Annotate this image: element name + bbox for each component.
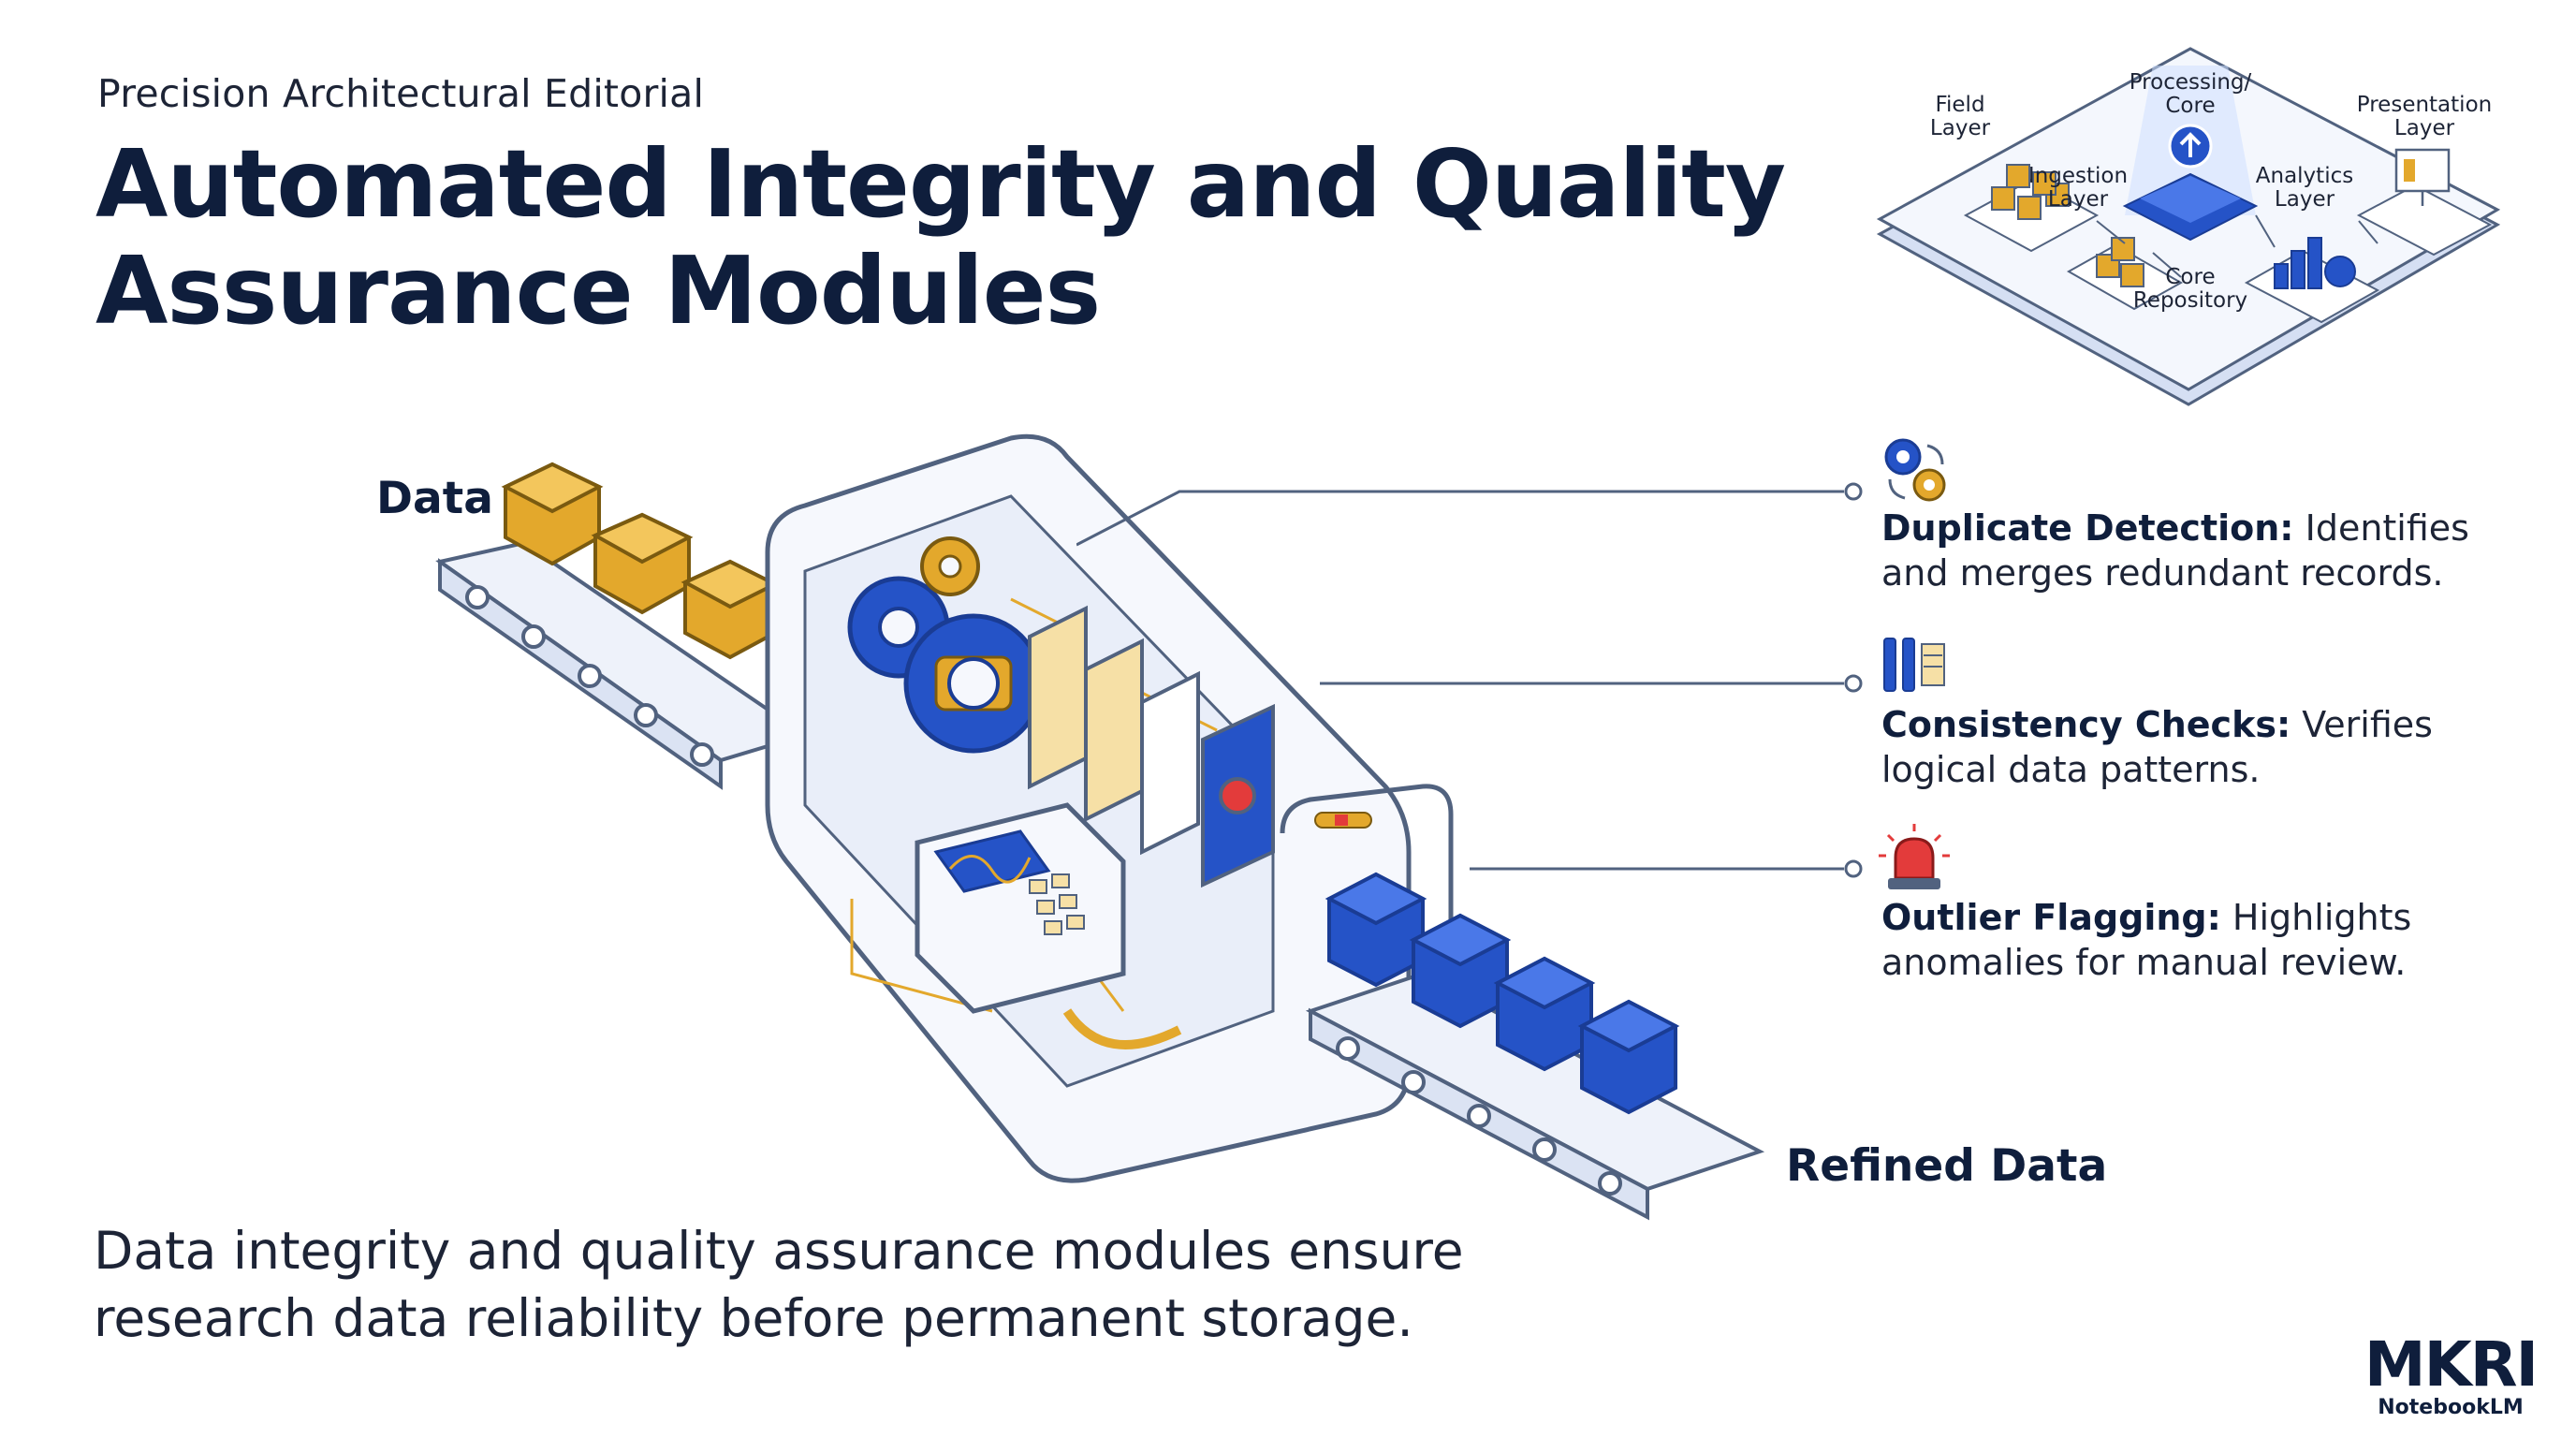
page-title: Automated Integrity and Quality Assuranc… — [95, 129, 1786, 345]
core-repository-label-line-1: Core — [2165, 265, 2216, 289]
output-conveyor-rollers — [1336, 1036, 1622, 1196]
analytics-layer-label-line-2: Layer — [2274, 187, 2335, 212]
analytics-layer-label-line-1: Analytics — [2255, 164, 2354, 188]
processing-core-label-line-2: Core — [2165, 94, 2216, 118]
control-panel-handle — [1062, 1008, 1182, 1049]
refined-data-label: Refined Data — [1786, 1140, 2108, 1192]
presentation-layer-label-line-2: Layer — [2393, 116, 2455, 140]
kicker: Precision Architectural Editorial — [97, 71, 705, 116]
core-repository-label-line-2: Repository — [2132, 288, 2248, 313]
control-panel-wave — [948, 855, 1032, 884]
analytics-bars — [2274, 237, 2322, 289]
presentation-chart — [2404, 159, 2415, 182]
alarm-icon — [1879, 824, 1950, 889]
gears — [847, 536, 1044, 754]
callout-consistency-line-1: Consistency Checks: Verifies — [1881, 702, 2555, 747]
presentation-layer-label-line-1: Presentation — [2356, 93, 2493, 117]
brand-logo: MKRI NotebookLM — [2348, 1334, 2554, 1420]
presentation-layer-label: Presentation Layer — [2340, 94, 2509, 140]
core-repository-label: Core Repository — [2106, 266, 2275, 313]
summary-line-1: Data integrity and quality assurance mod… — [94, 1221, 1464, 1281]
callout-duplicate-title: Duplicate Detection: — [1881, 507, 2294, 549]
callout-consistency-checks: Consistency Checks: Verifies logical dat… — [1881, 702, 2555, 792]
control-panel-keypad — [1029, 873, 1085, 935]
callout-duplicate-detection: Duplicate Detection: Identifies and merg… — [1881, 506, 2555, 595]
input-conveyor-rollers — [465, 585, 714, 767]
ingestion-layer-label-line-1: Ingestion — [2027, 164, 2129, 188]
callout-duplicate-text-2: and merges redundant records. — [1881, 552, 2444, 594]
callout-duplicate-line-1: Duplicate Detection: Identifies — [1881, 506, 2555, 550]
callout-outlier-title: Outlier Flagging: — [1881, 897, 2221, 938]
summary-line-2: research data reliability before permane… — [94, 1288, 1413, 1348]
control-panel-screen — [933, 829, 1051, 893]
analytics-pie — [2324, 256, 2356, 287]
callout-consistency-text-2: logical data patterns. — [1881, 749, 2261, 790]
leader-duplicate — [1076, 490, 1844, 547]
ingestion-layer-label: Ingestion Layer — [1994, 165, 2162, 212]
ingestion-layer-label-line-2: Layer — [2047, 187, 2109, 212]
field-layer-cubes — [1991, 164, 2070, 220]
page-title-line-1: Automated Integrity and Quality — [95, 129, 1786, 239]
tunnel-status-red — [1335, 814, 1348, 826]
presentation-layer-tile — [2356, 183, 2493, 257]
processing-up-arrow — [2179, 132, 2202, 157]
callout-outlier-line-1: Outlier Flagging: Highlights — [1881, 895, 2555, 940]
field-layer-label-line-2: Layer — [1929, 116, 1991, 140]
page-title-line-2: Assurance Modules — [95, 236, 1101, 345]
conveyor-machine-illustration — [435, 433, 1765, 1221]
logo-subtitle: NotebookLM — [2378, 1396, 2524, 1419]
gears-icon — [1884, 438, 1946, 502]
field-layer-label: Field Layer — [1876, 94, 2044, 140]
filter-panels — [1028, 605, 1275, 888]
processing-core-label-line-1: Processing/ — [2129, 70, 2252, 95]
output-tunnel — [1280, 784, 1454, 992]
callout-outlier-text-2: anomalies for manual review. — [1881, 942, 2407, 983]
callout-consistency-text-1: Verifies — [2302, 704, 2433, 745]
arch-connectors — [2096, 214, 2378, 278]
input-data-label: Data — [376, 473, 493, 524]
callout-consistency-title: Consistency Checks: — [1881, 704, 2291, 745]
summary-text: Data integrity and quality assurance mod… — [94, 1217, 1464, 1352]
callout-duplicate-text-1: Identifies — [2305, 507, 2469, 549]
ingestion-layer-cubes — [2096, 237, 2144, 287]
columns-icon — [1883, 638, 1945, 692]
refined-data-blocks — [1325, 872, 1680, 1115]
architecture-diagram — [1876, 47, 2501, 406]
analytics-layer-label: Analytics Layer — [2220, 165, 2389, 212]
raw-data-blocks — [501, 462, 780, 660]
processing-core-label: Processing/ Core — [2106, 71, 2275, 118]
callout-leader-lines — [1076, 482, 1863, 878]
callout-outlier-flagging: Outlier Flagging: Highlights anomalies f… — [1881, 895, 2555, 985]
logo-wordmark: MKRI — [2364, 1328, 2539, 1401]
core-platform-top — [2140, 176, 2241, 223]
callout-outlier-text-1: Highlights — [2232, 897, 2412, 938]
field-layer-label-line-1: Field — [1935, 93, 1985, 117]
